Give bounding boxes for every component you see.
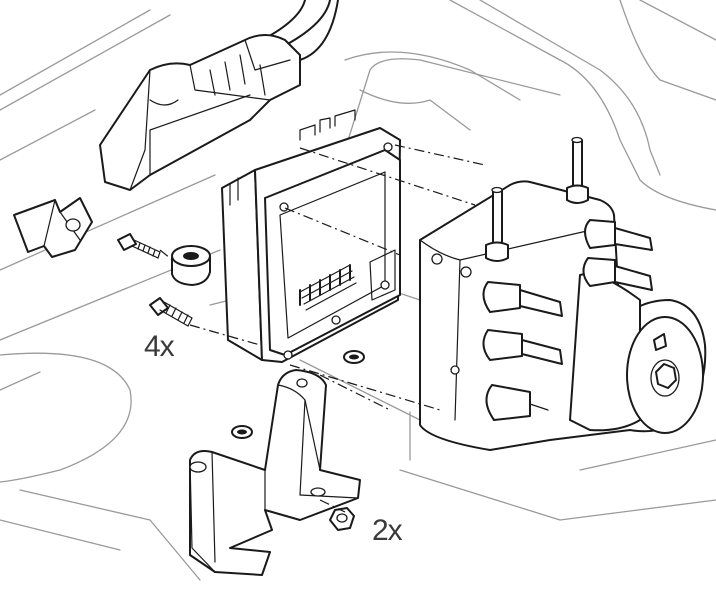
bolt-quantity-label: 4x xyxy=(144,330,175,363)
mounting-clip xyxy=(13,197,93,258)
spacer-sleeve xyxy=(171,245,211,286)
clip-screw xyxy=(117,233,161,259)
control-module xyxy=(221,109,401,363)
sensor-rod xyxy=(485,136,589,262)
washer xyxy=(231,350,365,439)
brake-line-port xyxy=(482,219,653,421)
mounting-bolt xyxy=(149,297,193,327)
harness-connector xyxy=(99,34,301,191)
nut xyxy=(329,507,355,531)
mounting-bracket xyxy=(189,369,361,576)
nut-quantity-label: 2x xyxy=(372,514,403,547)
alignment-line xyxy=(159,144,486,513)
